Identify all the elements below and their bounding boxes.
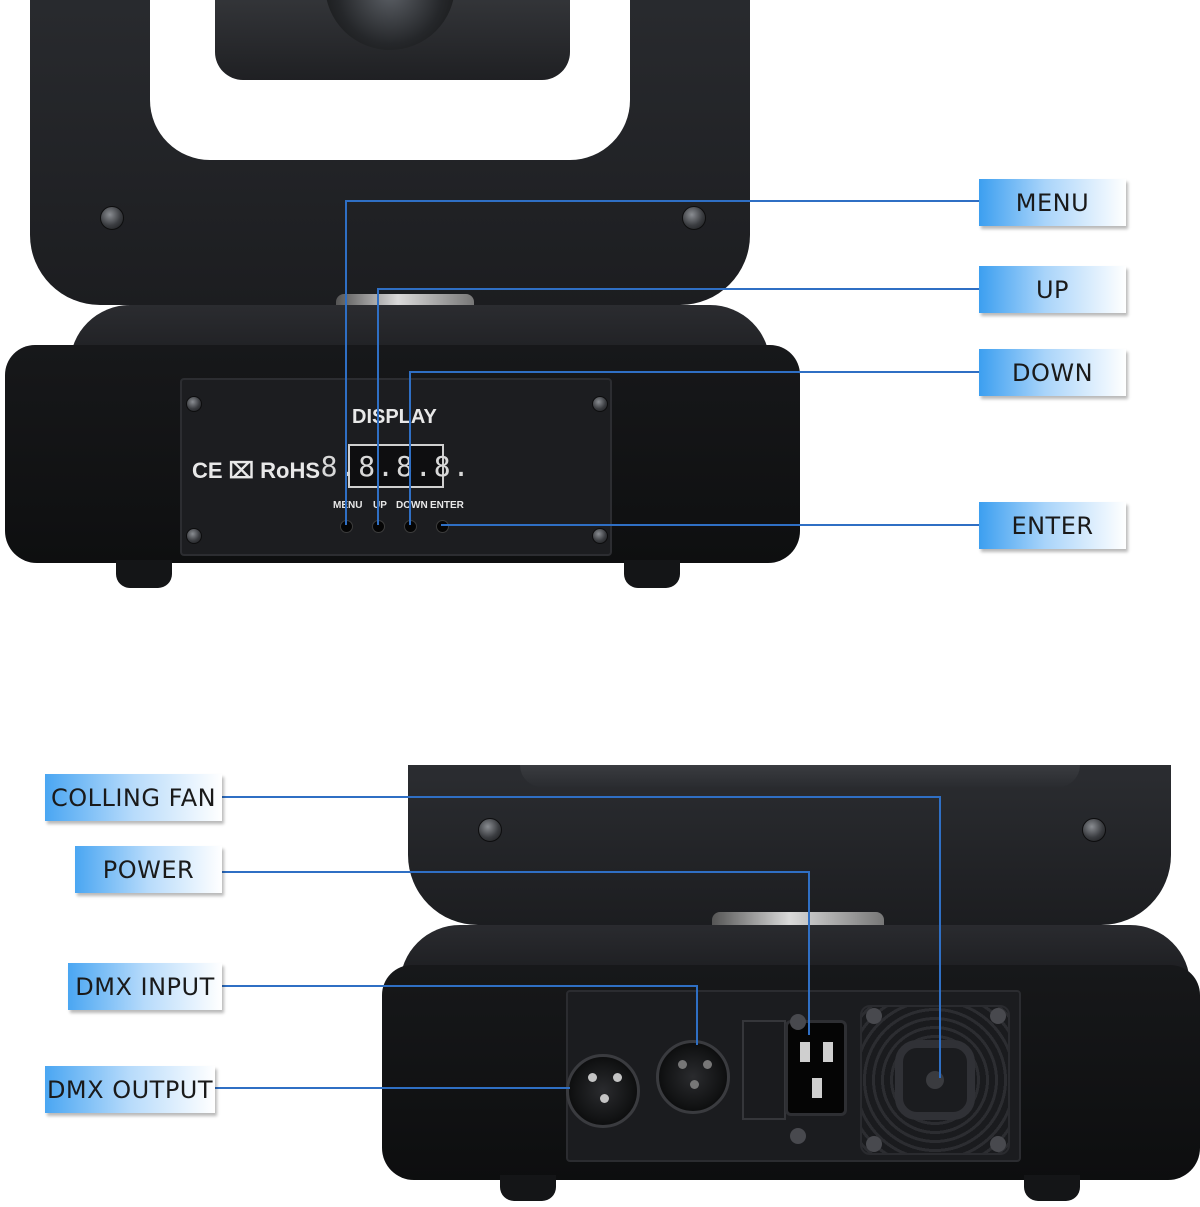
screw-icon [866,1008,882,1024]
callout-cooling-fan: COLLING FAN [45,774,222,821]
callout-enter: ENTER [979,502,1126,549]
dmx-output-connector[interactable] [566,1054,640,1128]
screw-icon [990,1136,1006,1152]
button-caption-up: UP [373,500,387,511]
screw-icon [100,206,124,230]
segment-display: 8.8.8.8. [321,444,469,488]
button-caption-down: DOWN [396,500,428,511]
screw-icon [790,1128,806,1144]
device-foot [500,1175,556,1201]
certification-marks: CE ⌧ RoHS [192,458,321,483]
leader-line-down [409,371,411,525]
leader-line-dmx-input [222,985,698,987]
button-caption-menu: MENU [333,500,363,511]
leader-line-dmx-input [696,985,698,1045]
power-pin [800,1042,810,1062]
fan-guard [895,1040,975,1120]
yoke-gap [520,765,1080,787]
screw-icon [990,1008,1006,1024]
button-caption-enter: ENTER [430,500,464,511]
screw-icon [790,1014,806,1030]
panel-screw-icon [186,528,202,544]
leader-line-enter [441,524,980,526]
display-caption: DISPLAY [352,406,437,428]
leader-line-cooling-fan [222,796,940,798]
enter-button[interactable] [436,520,449,533]
screw-icon [682,206,706,230]
fan-hub-icon [926,1071,944,1089]
leader-line-power [808,871,810,1035]
xlr-pin [588,1073,597,1082]
power-pin [823,1042,833,1062]
dmx-input-connector[interactable] [656,1040,730,1114]
leader-line-power [222,871,810,873]
power-pin [812,1078,822,1098]
yoke-arm [408,765,1171,925]
callout-down: DOWN [979,349,1126,396]
leader-line-up [377,288,379,525]
xlr-pin [600,1094,609,1103]
device-foot [1024,1175,1080,1201]
fuse-holder[interactable] [742,1020,786,1120]
device-foot [116,560,172,588]
device-foot [624,560,680,588]
xlr-pin [613,1073,622,1082]
callout-menu: MENU [979,179,1126,226]
callout-dmx-input: DMX INPUT [68,963,222,1010]
xlr-pin [690,1080,699,1089]
panel-screw-icon [592,528,608,544]
power-inlet[interactable] [785,1020,847,1116]
leader-line-up [377,288,980,290]
callout-power: POWER [75,846,222,893]
panel-screw-icon [592,396,608,412]
screw-icon [866,1136,882,1152]
callout-up: UP [979,266,1126,313]
screw-icon [478,818,502,842]
leader-line-menu [345,200,980,202]
panel-screw-icon [186,396,202,412]
leader-line-dmx-output [215,1087,570,1089]
xlr-pin [703,1060,712,1069]
leader-line-down [409,371,980,373]
xlr-pin [678,1060,687,1069]
screw-icon [1082,818,1106,842]
leader-line-cooling-fan [939,796,941,1078]
callout-dmx-output: DMX OUTPUT [45,1066,215,1113]
leader-line-menu [345,200,347,525]
